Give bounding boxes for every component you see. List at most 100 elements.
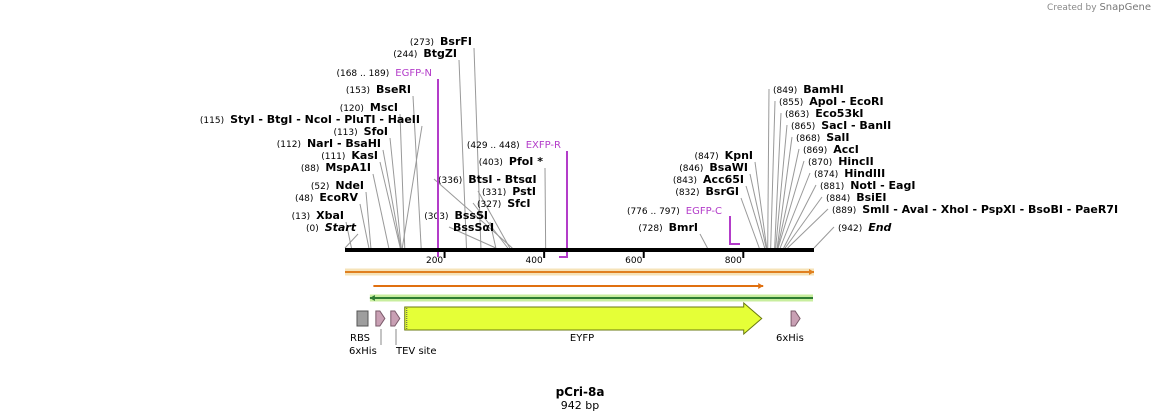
site-name: Acc65I	[703, 173, 744, 186]
rbs-box	[356, 310, 369, 327]
site-label[interactable]: (855)ApoI - EcoRI	[779, 95, 884, 108]
primer-egfp-n[interactable]: (168 .. 189)EGFP-N	[336, 68, 439, 257]
site-label[interactable]: (273) BsrFI	[410, 35, 472, 48]
site-label[interactable]: (863)Eco53kI	[785, 107, 864, 120]
site-label[interactable]: (327)SfcI	[477, 197, 531, 210]
svg-text:(942)End: (942)End	[838, 221, 892, 234]
site-label[interactable]: (88)MspA1I	[301, 161, 371, 174]
site-connector	[777, 148, 800, 249]
site-name: NdeI	[335, 179, 364, 192]
site-connector	[382, 149, 402, 249]
svg-text:(889)SmlI - AvaI - XhoI: (889)SmlI - AvaI - XhoI - PspXI - BsoBI …	[832, 203, 1118, 216]
site-position: (869)	[803, 146, 827, 156]
scale-tick-label: 800	[725, 256, 742, 266]
site-position: (112)	[277, 140, 301, 150]
site-position: (728)	[638, 224, 662, 234]
site-label[interactable]: (13)XbaI	[292, 209, 344, 222]
svg-text:(244)BtgZI: (244)BtgZI	[393, 47, 457, 60]
site-label[interactable]: BssSαI	[453, 221, 494, 234]
site-label[interactable]: (870)HincII	[808, 155, 874, 168]
site-label[interactable]: (48)EcoRV	[295, 191, 359, 204]
site-label[interactable]: (112) NarI - BsaHI	[277, 137, 381, 150]
site-name: PfoI *	[509, 155, 543, 168]
site-label[interactable]: (403)PfoI *	[479, 155, 544, 168]
site-connector	[489, 221, 497, 249]
feature-6xhis[interactable]	[375, 310, 386, 327]
credit-prefix: Created by	[1047, 3, 1097, 13]
primer-range: (168 .. 189)	[336, 69, 389, 79]
site-label[interactable]: (244)BtgZI	[393, 47, 457, 60]
site-label[interactable]: (728)BmrI	[638, 221, 698, 234]
site-label[interactable]: (120)MscI	[340, 101, 398, 114]
site-label[interactable]: (832)BsrGI	[675, 185, 739, 198]
site-label[interactable]: (865)SacI - BanII	[791, 119, 891, 132]
site-name: BtgZI	[423, 47, 457, 60]
site-name: NarI - BsaHI	[307, 137, 381, 150]
site-label[interactable]: (336)BtsI - BtsαI	[438, 173, 537, 186]
svg-text:(52)NdeI: (52)NdeI	[311, 179, 364, 192]
site-label[interactable]: (874)HindIII	[814, 167, 885, 180]
site-connector	[359, 203, 370, 249]
primer-exfp-r[interactable]: (429 .. 448)EXFP-R	[467, 140, 568, 258]
site-position: (0)	[306, 224, 319, 234]
site-label[interactable]: (868)SalI	[796, 131, 849, 144]
site-connector	[401, 125, 423, 249]
cds-arrow	[404, 301, 763, 336]
site-label[interactable]: (0)Start	[306, 221, 357, 234]
site-connector	[372, 173, 390, 249]
site-label[interactable]: (869)AccI	[803, 143, 859, 156]
site-label[interactable]: (113)SfoI	[333, 125, 388, 138]
site-name: BsiEI	[856, 191, 886, 204]
site-position: (331)	[482, 188, 506, 198]
site-label[interactable]: (52)NdeI	[311, 179, 364, 192]
site-position: (303)	[424, 212, 448, 222]
site-label[interactable]: (303)BssSI	[424, 209, 488, 222]
site-position: (865)	[791, 122, 815, 132]
snapgene-credit: Created by SnapGene	[1047, 2, 1151, 13]
site-name: SfcI	[507, 197, 530, 210]
tag-arrow	[790, 310, 801, 327]
orf-arrow[interactable]	[373, 283, 764, 289]
primer-egfp-c[interactable]: (776 .. 797)EGFP-C	[627, 206, 740, 245]
site-name: EcoRV	[319, 191, 358, 204]
site-connector	[754, 161, 768, 249]
snapgene-logo: SnapGene	[1099, 2, 1151, 13]
site-label[interactable]: (881)NotI - EagI	[820, 179, 915, 192]
site-name: BseRI	[376, 83, 411, 96]
site-name: BsrFI	[440, 35, 472, 48]
feature-rbs[interactable]	[356, 310, 369, 327]
site-label[interactable]: (942)End	[838, 221, 892, 234]
site-label[interactable]: (111)KasI	[321, 149, 378, 162]
svg-text:(120)MscI: (120)MscI	[340, 101, 398, 114]
svg-text:(429 .. 448)EXFP-R: (429 .. 448)EXFP-R	[467, 140, 561, 151]
site-position: (273)	[410, 38, 434, 48]
site-connector	[699, 233, 708, 249]
site-label[interactable]: (884)BsiEI	[826, 191, 887, 204]
svg-text:(868)SalI: (868)SalI	[796, 131, 849, 144]
svg-text:(168 .. 189)EGFP-N: (168 .. 189)EGFP-N	[336, 68, 432, 79]
tag-arrow	[390, 310, 401, 327]
feature-label: 6xHis	[349, 346, 377, 357]
site-label[interactable]: (846)BsaWI	[679, 161, 748, 174]
feature-6xhis[interactable]	[790, 310, 801, 327]
site-position: (847)	[694, 152, 718, 162]
feature-tev-site[interactable]	[390, 310, 401, 327]
svg-text:(832)BsrGI: (832)BsrGI	[675, 185, 739, 198]
site-label[interactable]: (849)BamHI	[773, 83, 844, 96]
site-label[interactable]: (331)PstI	[482, 185, 536, 198]
site-label[interactable]: (847)KpnI	[694, 149, 753, 162]
feature-eyfp[interactable]	[404, 301, 763, 336]
orf-arrow[interactable]	[345, 268, 814, 276]
site-label[interactable]: (115)StyI - BtgI - NcoI - PluTI - HaeII	[200, 113, 420, 126]
orf-arrow[interactable]	[369, 294, 814, 302]
primer-name: EXFP-R	[526, 140, 561, 151]
svg-text:(846)BsaWI: (846)BsaWI	[679, 161, 748, 174]
site-label[interactable]: (153)BseRI	[346, 83, 411, 96]
site-label[interactable]: (889)SmlI - AvaI - XhoI - PspXI - BsoBI …	[832, 203, 1118, 216]
site-label[interactable]: (843)Acc65I	[673, 173, 744, 186]
site-connector	[389, 137, 402, 249]
site-position: (874)	[814, 170, 838, 180]
plasmid-length: 942 bp	[561, 399, 599, 412]
site-name: BsaWI	[709, 161, 748, 174]
svg-text:(728)BmrI: (728)BmrI	[638, 221, 698, 234]
